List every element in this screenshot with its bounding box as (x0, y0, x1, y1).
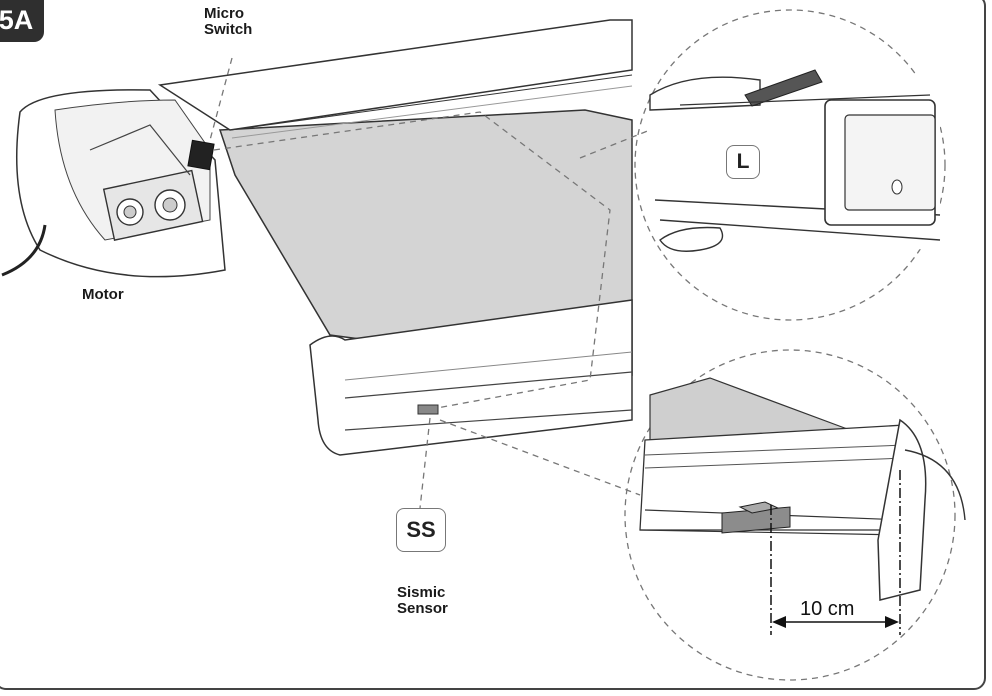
motor-bolt-right-inner (162, 197, 178, 213)
front-bar-line-1 (344, 351, 633, 381)
key-SS-box: SS (396, 508, 446, 552)
sismic-sensor-label-line-1: Sismic (397, 584, 446, 601)
top-detail-drawing (649, 69, 941, 252)
end-cap-detail (877, 418, 927, 601)
micro-switch-part (187, 139, 215, 171)
roller-tube (157, 19, 633, 131)
front-bar (309, 299, 633, 456)
motor-cable (1, 224, 47, 277)
sismic-sensor-label: Sismic Sensor (397, 585, 448, 617)
leader-to-bottom-detail (439, 419, 641, 496)
leader-cable-path (213, 111, 611, 409)
dashed-leaders (209, 9, 956, 681)
roller-shadow-line (231, 85, 633, 139)
micro-switch-label-line-2: Switch (204, 21, 253, 38)
key-L-box: L (726, 145, 760, 179)
figure-badge: 5A (0, 0, 44, 42)
motor-label: Motor (82, 286, 124, 303)
finger-bottom (659, 226, 724, 252)
motor-bolt-left-inner (123, 205, 137, 219)
front-bar-line-3 (344, 409, 633, 431)
detail-circle-top (634, 9, 946, 321)
dimension-arrowhead-right (885, 616, 899, 628)
motor-wiring (89, 124, 191, 176)
dimension-arrowhead-left (772, 616, 786, 628)
detail-circle-bottom (624, 349, 956, 681)
leader-to-top-detail (579, 129, 651, 159)
finger-top (649, 76, 761, 111)
front-bar-line-2 (344, 371, 633, 399)
roller-edge (229, 74, 633, 131)
leader-micro-switch (209, 57, 233, 141)
seismic-sensor-part (417, 404, 439, 415)
micro-switch-label: Micro Switch (204, 6, 252, 38)
leader-sensor-label (419, 417, 431, 509)
micro-switch-label-line-1: Micro (204, 5, 245, 22)
dimension-label: 10 cm (800, 598, 855, 620)
bottom-detail-drawing (639, 377, 966, 635)
sismic-sensor-label-line-2: Sensor (397, 600, 448, 617)
